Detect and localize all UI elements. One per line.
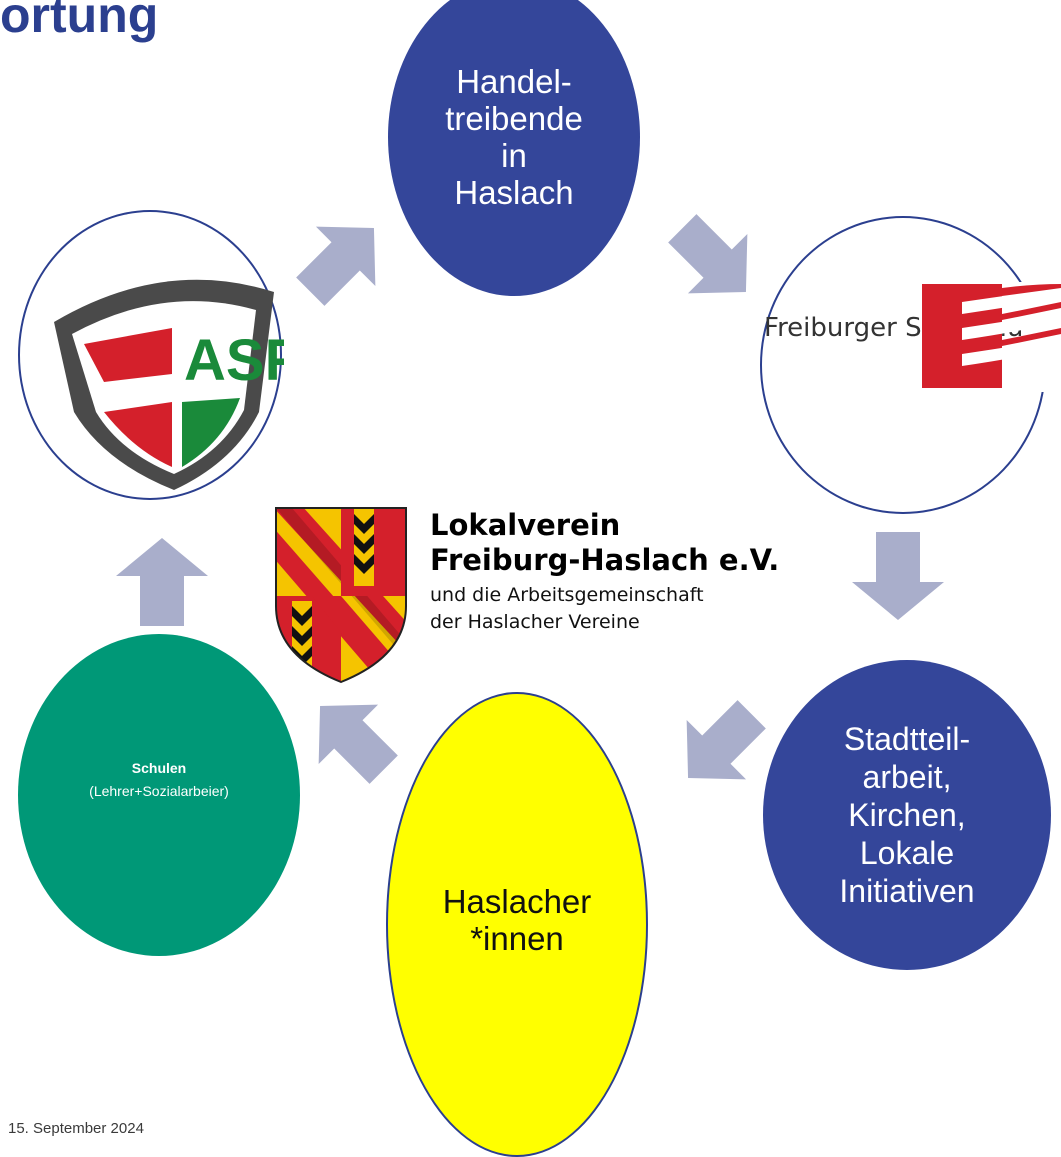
node-handeltreibende-label: Handel- treibende in Haslach [445,63,583,211]
asf-logo: ASF [54,279,284,490]
node-handeltreibende: Handel- treibende in Haslach [388,0,640,296]
node-haslacher-label: Haslacher *innen [442,882,592,957]
lokalverein-subtitle: und die Arbeitsgemeinschaft der Haslache… [430,582,704,636]
arrow-stadtteil-to-haslacher [686,700,766,780]
arrow-handel-to-stadtbau [668,214,748,294]
lokalverein-line1: Lokalverein [430,508,621,542]
node-schulen: Schulen (Lehrer+Sozialarbeier) [18,634,300,956]
node-stadtteilarbeit: Stadtteil- arbeit, Kirchen, Lokale Initi… [763,660,1051,970]
arrow-schulen-to-asf [116,538,208,626]
node-stadtteilarbeit-label: Stadtteil- arbeit, Kirchen, Lokale Initi… [839,721,975,909]
footer-date: 15. September 2024 [8,1120,144,1137]
stadtbau-logo-mark [922,284,1061,388]
lokalverein-line2: Freiburg-Haslach e.V. [430,543,780,577]
node-schulen-subtitle: (Lehrer+Sozialarbeier) [89,783,229,799]
node-asf [18,210,282,500]
arrow-stadtbau-to-stadtteil [852,532,944,620]
asf-logo-text: ASF [184,328,284,393]
lokalverein-line4: der Haslacher Vereine [430,611,640,633]
lokalverein-crest [275,507,407,684]
arrow-asf-to-handel [296,226,376,306]
node-haslacher-innen: Haslacher *innen [386,692,648,1157]
lokalverein-line3: und die Arbeitsgemeinschaft [430,584,704,606]
node-schulen-title: Schulen [131,760,187,776]
arrow-haslacher-to-schulen [318,704,398,784]
lokalverein-name: Lokalverein Freiburg-Haslach e.V. [430,508,779,578]
page-title: ortung [0,0,159,43]
